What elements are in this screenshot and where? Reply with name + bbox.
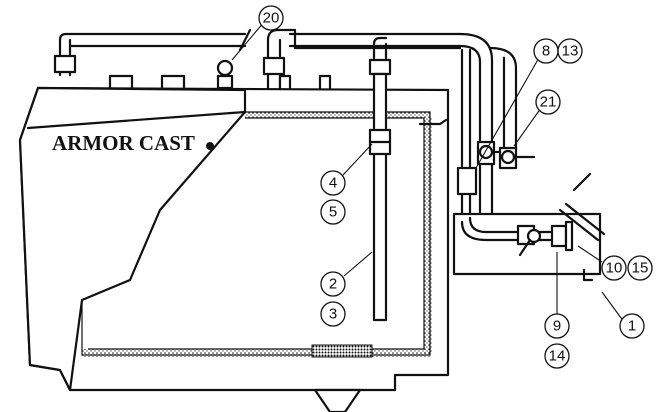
callout-5: 5 — [320, 199, 346, 225]
svg-text:4: 4 — [329, 175, 337, 192]
callout-3: 3 — [320, 301, 346, 327]
svg-text:21: 21 — [540, 94, 557, 111]
svg-text:9: 9 — [553, 318, 561, 335]
callouts: 20 8 13 21 4 5 2 3 — [258, 5, 653, 369]
callout-8: 8 — [533, 38, 559, 64]
callout-10: 10 — [601, 255, 627, 281]
svg-text:20: 20 — [263, 10, 280, 27]
callout-1: 1 — [619, 313, 645, 339]
svg-text:13: 13 — [562, 43, 579, 60]
leader-lines — [231, 21, 625, 323]
callout-2: 2 — [320, 271, 346, 297]
callout-14: 14 — [544, 343, 570, 369]
valve-assembly — [452, 140, 606, 282]
callout-15: 15 — [627, 255, 653, 281]
callout-9: 9 — [544, 313, 570, 339]
callout-13: 13 — [557, 38, 583, 64]
svg-text:8: 8 — [542, 43, 550, 60]
svg-text:14: 14 — [549, 348, 566, 365]
internal-standpipe — [368, 72, 392, 322]
svg-text:2: 2 — [329, 276, 337, 293]
callout-20: 20 — [258, 5, 284, 31]
svg-text:10: 10 — [606, 260, 623, 277]
callout-21: 21 — [535, 89, 561, 115]
svg-text:5: 5 — [329, 204, 337, 221]
svg-text:3: 3 — [329, 306, 337, 323]
svg-text:15: 15 — [632, 260, 649, 277]
callout-4: 4 — [320, 170, 346, 196]
svg-text:1: 1 — [628, 318, 636, 335]
registered-mark — [206, 142, 214, 150]
cabinet-overlay: ARMOR CAST — [18, 86, 247, 392]
brand-label: ARMOR CAST — [52, 131, 195, 155]
